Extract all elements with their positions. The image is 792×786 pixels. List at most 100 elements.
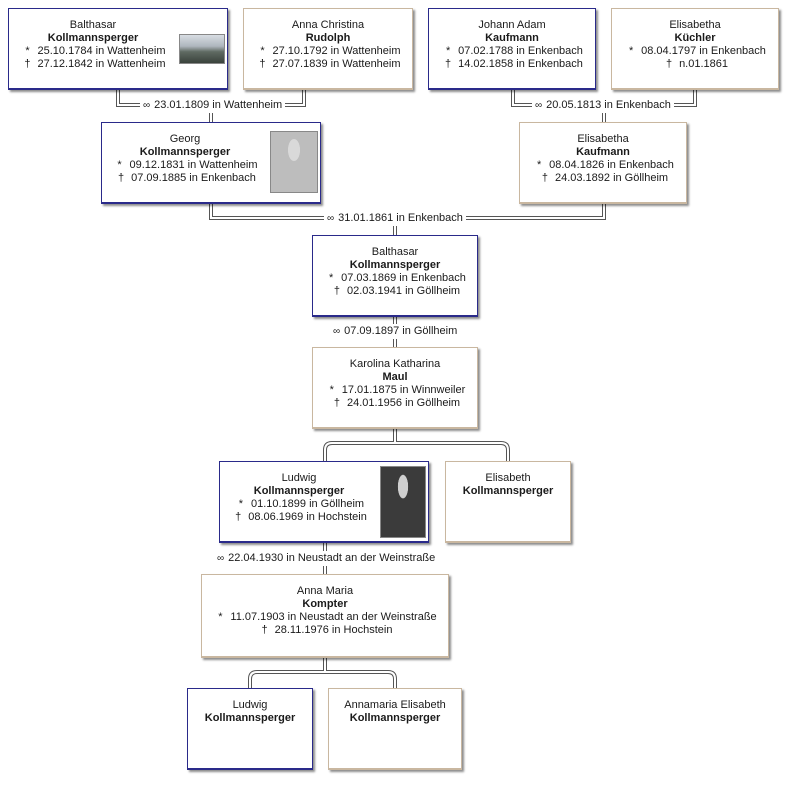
- death-date: 27.07.1839 in Wattenheim: [272, 58, 401, 70]
- birth-date-line: * 17.01.1875 in Winnweiler: [313, 384, 477, 397]
- surname: Kollmannsperger: [47, 32, 139, 44]
- death-date: 14.02.1858 in Enkenbach: [458, 58, 583, 70]
- given-name: Balthasar: [371, 246, 419, 258]
- connector-children-4: [323, 429, 510, 461]
- death-date-line: † 27.07.1839 in Wattenheim: [244, 58, 412, 71]
- marriage-label-m2: ∞20.05.1813 in Enkenbach: [532, 98, 674, 113]
- death-date-line: † 27.12.1842 in Wattenheim: [9, 58, 177, 71]
- birth-date-line: * 27.10.1792 in Wattenheim: [244, 45, 412, 58]
- given-name: Annamaria Elisabeth: [344, 699, 446, 711]
- surname: Kompter: [302, 598, 348, 610]
- given-name: Ludwig: [281, 472, 317, 484]
- marriage-label-m1: ∞23.01.1809 in Wattenheim: [140, 98, 286, 113]
- marriage-rings-icon: ∞: [333, 326, 341, 337]
- death-icon: †: [541, 172, 548, 184]
- marriage-date: 07.09.1897 in Göllheim: [344, 325, 458, 337]
- given-name: Anna Maria: [296, 585, 354, 597]
- death-date-line: † 24.03.1892 in Göllheim: [520, 172, 686, 185]
- death-icon: †: [261, 624, 268, 636]
- birth-date-line: * 25.10.1784 in Wattenheim: [9, 45, 177, 58]
- death-date-line: † 14.02.1858 in Enkenbach: [429, 58, 595, 71]
- birth-icon: *: [628, 45, 634, 57]
- death-icon: †: [445, 58, 452, 70]
- surname: Kollmannsperger: [253, 485, 345, 497]
- marriage-label-m3: ∞31.01.1861 in Enkenbach: [324, 211, 466, 226]
- death-icon: †: [24, 58, 31, 70]
- birth-icon: *: [25, 45, 30, 57]
- death-icon: †: [259, 58, 266, 70]
- birth-date: 08.04.1826 in Enkenbach: [549, 159, 674, 171]
- birth-date-line: * 08.04.1797 in Enkenbach: [612, 45, 778, 58]
- death-date-line: † 28.11.1976 in Hochstein: [202, 624, 448, 637]
- death-icon: †: [665, 58, 673, 70]
- person-photo[interactable]: [179, 34, 225, 64]
- surname: Kollmannsperger: [139, 146, 231, 158]
- surname: Maul: [382, 371, 408, 383]
- birth-date: 27.10.1792 in Wattenheim: [272, 45, 401, 57]
- marriage-rings-icon: ∞: [143, 100, 151, 111]
- surname: Kollmannsperger: [204, 712, 296, 724]
- given-name: Elisabetha: [577, 133, 629, 145]
- death-date: 24.01.1956 in Göllheim: [346, 397, 461, 409]
- death-date-line: † 07.09.1885 in Enkenbach: [102, 172, 268, 185]
- birth-icon: *: [536, 159, 542, 171]
- given-name: Elisabeth: [485, 472, 531, 484]
- marriage-label-m5: ∞22.04.1930 in Neustadt an der Weinstraß…: [214, 551, 439, 566]
- marriage-date: 22.04.1930 in Neustadt an der Weinstraße: [228, 552, 436, 564]
- death-icon: †: [235, 511, 242, 523]
- given-name: Karolina Katharina: [349, 358, 441, 370]
- birth-icon: *: [218, 611, 223, 623]
- death-date-line: † 02.03.1941 in Göllheim: [313, 285, 477, 298]
- death-date: 07.09.1885 in Enkenbach: [131, 172, 256, 184]
- surname: Kaufmann: [485, 32, 539, 44]
- death-date: 28.11.1976 in Hochstein: [274, 624, 393, 636]
- birth-date: 17.01.1875 in Winnweiler: [341, 384, 466, 396]
- given-name: Ludwig: [232, 699, 268, 711]
- birth-icon: *: [260, 45, 265, 57]
- marriage-date: 20.05.1813 in Enkenbach: [546, 99, 671, 111]
- marriage-rings-icon: ∞: [535, 100, 543, 111]
- given-name: Georg: [169, 133, 201, 145]
- birth-date: 09.12.1831 in Wattenheim: [129, 159, 258, 171]
- birth-date: 25.10.1784 in Wattenheim: [37, 45, 166, 57]
- given-name: Elisabetha: [669, 19, 721, 31]
- connector-children-5-inner: [249, 658, 396, 688]
- birth-date-line: * 08.04.1826 in Enkenbach: [520, 159, 686, 172]
- connector-children-4-inner: [324, 429, 509, 461]
- marriage-date: 23.01.1809 in Wattenheim: [154, 99, 283, 111]
- birth-date: 07.02.1788 in Enkenbach: [458, 45, 583, 57]
- death-date: 27.12.1842 in Wattenheim: [37, 58, 166, 70]
- death-date: 08.06.1969 in Hochstein: [248, 511, 367, 523]
- birth-date-line: * 07.03.1869 in Enkenbach: [313, 272, 477, 285]
- birth-date-line: * 07.02.1788 in Enkenbach: [429, 45, 595, 58]
- death-icon: †: [333, 397, 340, 409]
- death-date-line: † n.01.1861: [612, 58, 778, 71]
- death-date: n.01.1861: [679, 58, 728, 70]
- birth-date-line: * 09.12.1831 in Wattenheim: [102, 159, 268, 172]
- person-photo[interactable]: [380, 466, 426, 538]
- given-name: Johann Adam: [478, 19, 546, 31]
- given-name: Anna Christina: [291, 19, 365, 31]
- surname: Kollmannsperger: [349, 712, 441, 724]
- person-photo[interactable]: [270, 131, 318, 193]
- death-date-line: † 24.01.1956 in Göllheim: [313, 397, 477, 410]
- death-date: 24.03.1892 in Göllheim: [554, 172, 669, 184]
- surname: Kollmannsperger: [462, 485, 554, 497]
- marriage-rings-icon: ∞: [327, 213, 335, 224]
- marriage-rings-icon: ∞: [217, 553, 225, 564]
- death-icon: †: [118, 172, 125, 184]
- birth-date-line: * 11.07.1903 in Neustadt an der Weinstra…: [202, 611, 448, 624]
